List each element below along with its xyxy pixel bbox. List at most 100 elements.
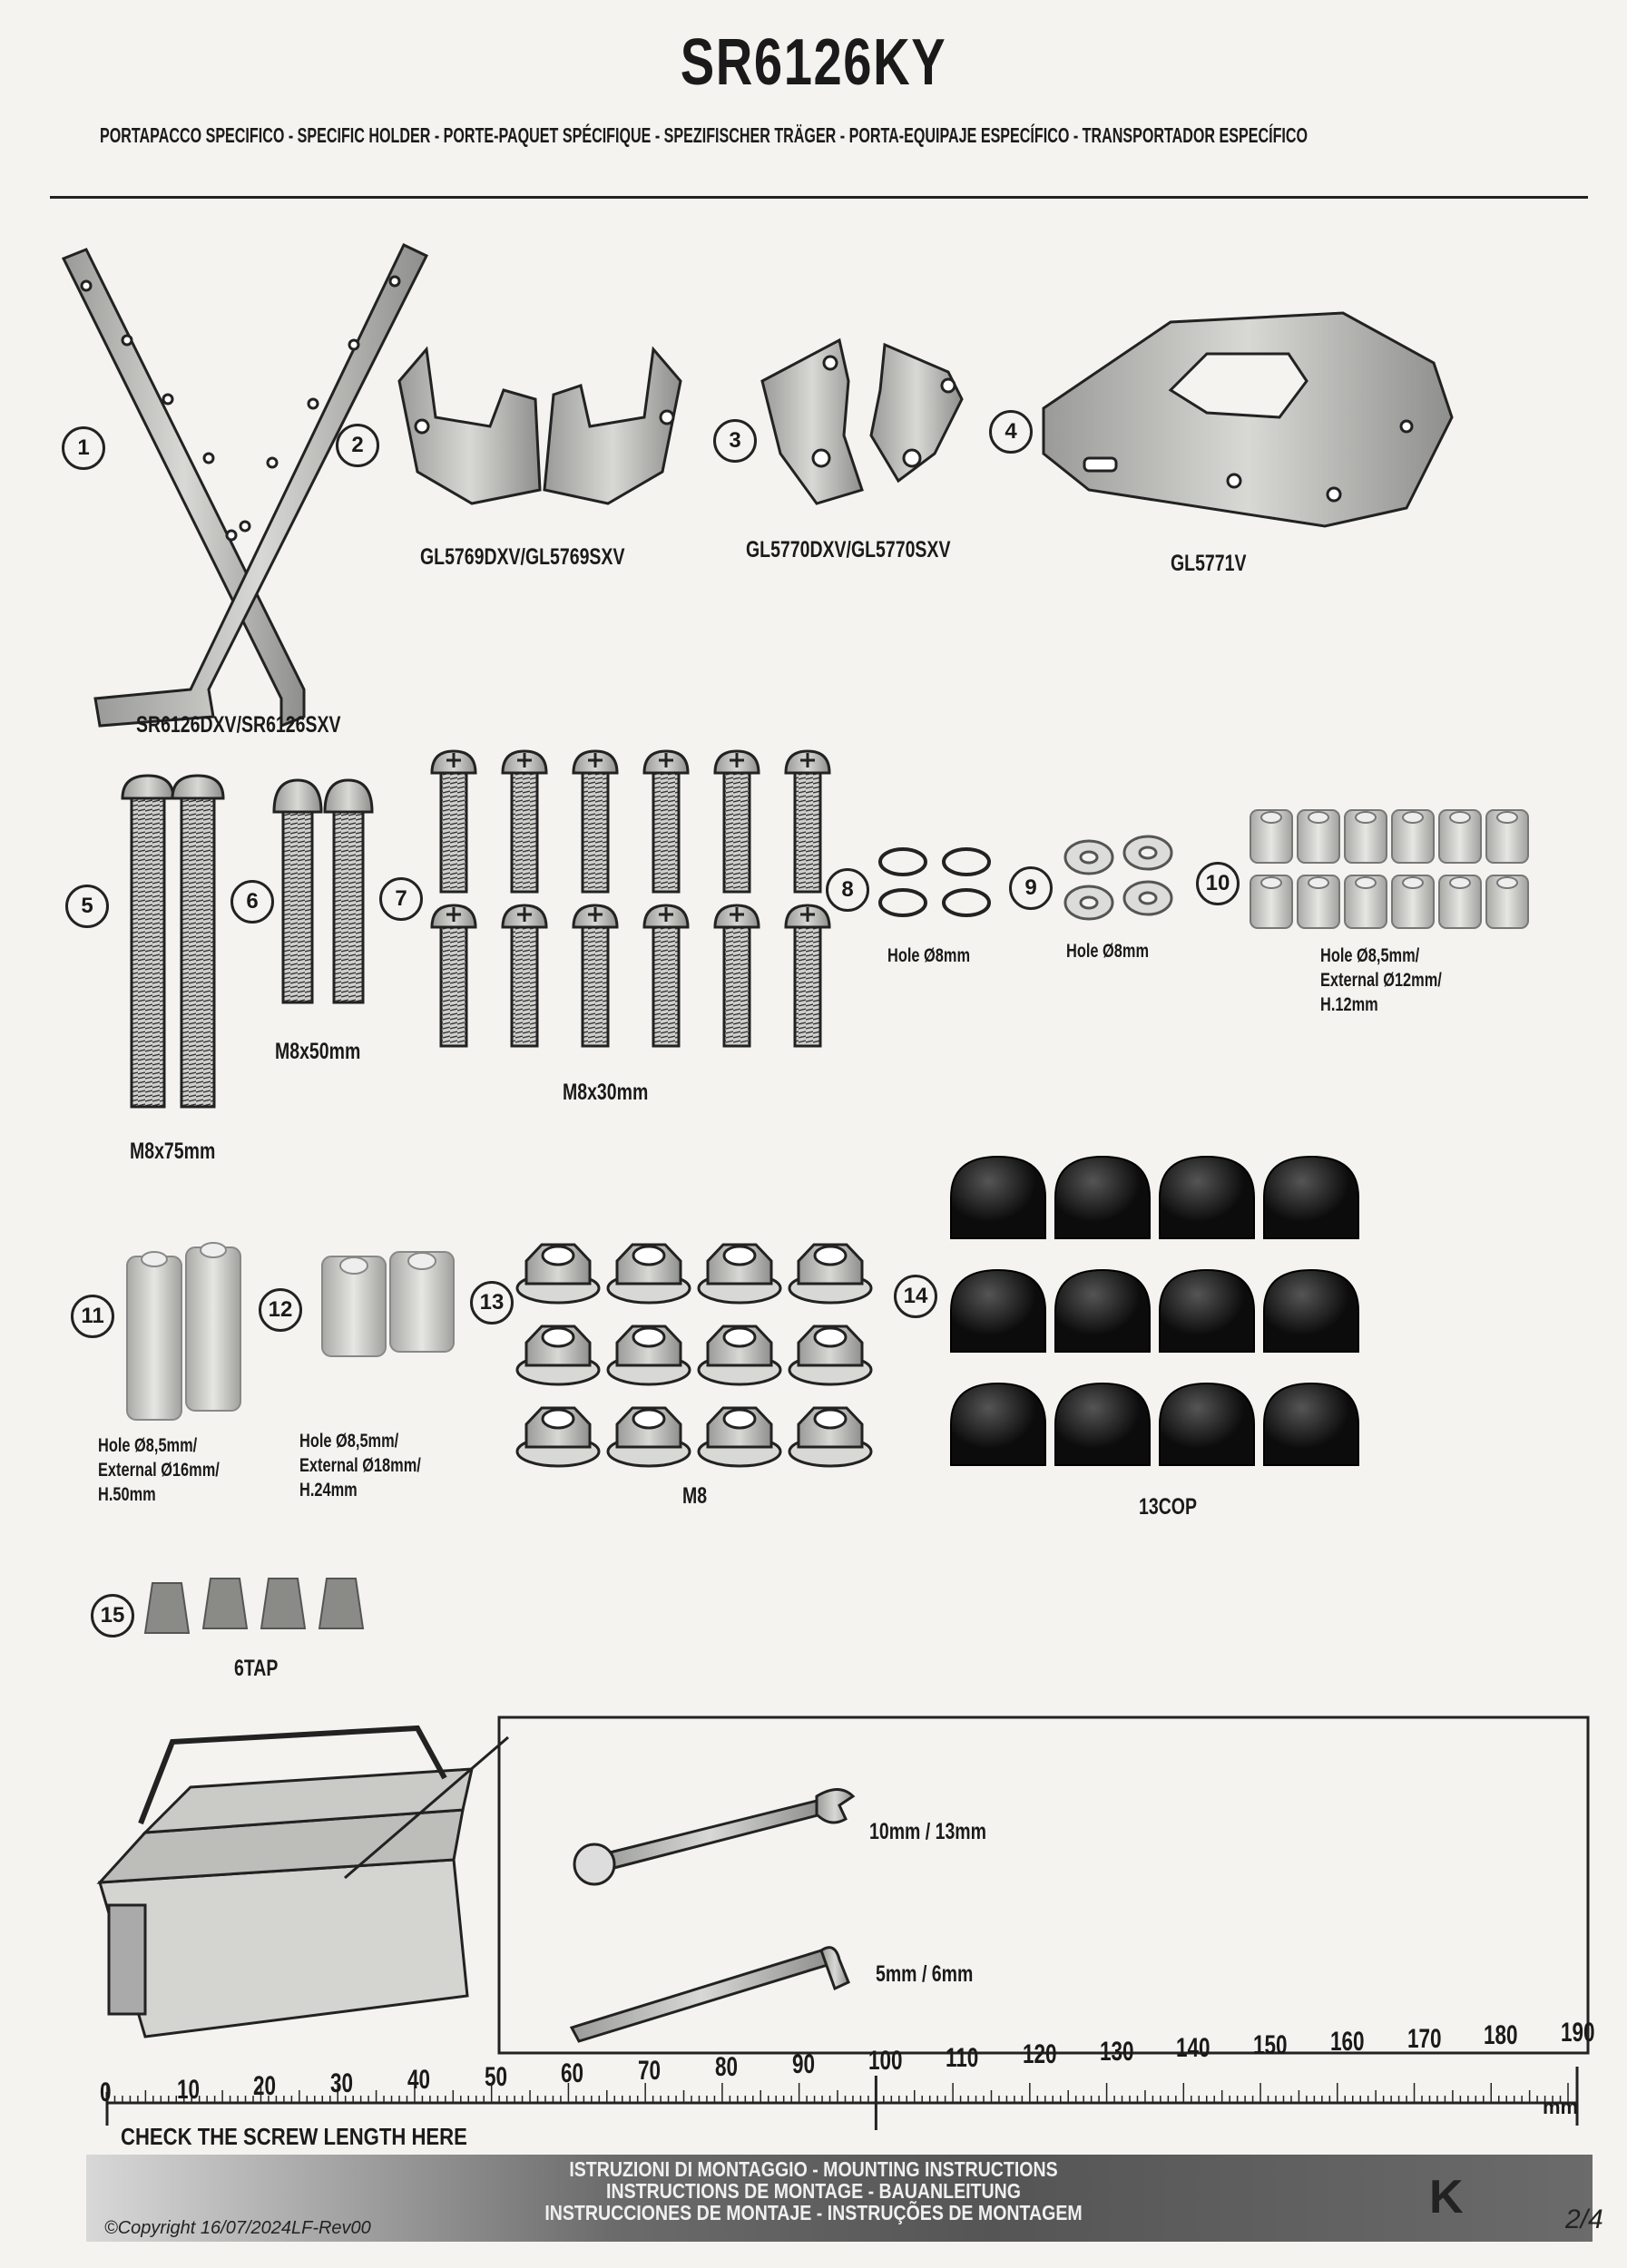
part-label-7: M8x30mm bbox=[563, 1080, 649, 1105]
part-number-6: 6 bbox=[230, 880, 274, 924]
part-label-8: Hole Ø8mm bbox=[887, 945, 971, 966]
spacer bbox=[1297, 875, 1340, 929]
mounting-plate-drawing bbox=[1042, 311, 1454, 528]
ruler-tick-50: 50 bbox=[484, 2061, 507, 2092]
nut-cap bbox=[950, 1382, 1046, 1466]
bolts-m8x50-drawing bbox=[272, 778, 374, 1004]
nut bbox=[606, 1325, 691, 1386]
nut bbox=[697, 1243, 782, 1305]
bolt bbox=[501, 904, 548, 1048]
bolt bbox=[572, 749, 619, 894]
nut-cap bbox=[1263, 1382, 1359, 1466]
nut-cap bbox=[1054, 1382, 1151, 1466]
nut-cap bbox=[1263, 1268, 1359, 1353]
nuts-m8-drawing bbox=[515, 1243, 873, 1468]
bolt bbox=[642, 749, 690, 894]
nut bbox=[788, 1325, 873, 1386]
part-number-8: 8 bbox=[826, 868, 869, 912]
ruler-tick-100: 100 bbox=[868, 2046, 903, 2076]
page-number: 2/4 bbox=[1565, 2204, 1603, 2234]
part-label-9: Hole Ø8mm bbox=[1066, 941, 1150, 962]
part-label-12: Hole Ø8,5mm/ External Ø18mm/ H.24mm bbox=[299, 1431, 421, 1501]
part-number-14: 14 bbox=[894, 1275, 937, 1318]
bracket-pair-gl5770-drawing bbox=[760, 337, 964, 505]
nut-cap bbox=[1159, 1268, 1255, 1353]
spacer bbox=[1391, 875, 1435, 929]
nut bbox=[606, 1406, 691, 1468]
bolt bbox=[713, 904, 760, 1048]
part-number-9: 9 bbox=[1009, 866, 1053, 910]
nut bbox=[606, 1243, 691, 1305]
part-label-13: M8 bbox=[682, 1483, 708, 1509]
part-label-10: Hole Ø8,5mm/ External Ø12mm/ H.12mm bbox=[1320, 945, 1442, 1015]
spacers-24mm-drawing bbox=[321, 1251, 455, 1357]
header-divider bbox=[50, 196, 1588, 199]
bolt bbox=[572, 904, 619, 1048]
ruler-tick-30: 30 bbox=[330, 2068, 354, 2098]
nut-cap bbox=[1263, 1155, 1359, 1239]
bolts-m8x30-drawing bbox=[430, 749, 831, 1048]
frame-rails-drawing bbox=[61, 242, 429, 728]
ruler-tick-60: 60 bbox=[561, 2058, 584, 2088]
toolbox-drawing bbox=[96, 1725, 474, 2038]
ruler-tick-80: 80 bbox=[714, 2052, 738, 2082]
bolt bbox=[713, 749, 760, 894]
part-number-13: 13 bbox=[470, 1281, 514, 1325]
allen-key-icon bbox=[569, 1946, 850, 2043]
part-label-15: 6TAP bbox=[234, 1656, 279, 1681]
nut bbox=[697, 1325, 782, 1386]
bolt bbox=[430, 904, 477, 1048]
nut-cap bbox=[1054, 1155, 1151, 1239]
ruler-tick-160: 160 bbox=[1329, 2027, 1365, 2057]
allen-key-label: 5mm / 6mm bbox=[876, 1961, 974, 1987]
ruler-tick-110: 110 bbox=[946, 2042, 979, 2073]
part-number-10: 10 bbox=[1196, 862, 1240, 905]
nut bbox=[697, 1406, 782, 1468]
nut-cap bbox=[1159, 1382, 1255, 1466]
bolt bbox=[430, 749, 477, 894]
ruler-tick-0: 0 bbox=[100, 2077, 112, 2107]
bolt bbox=[784, 749, 831, 894]
bolt bbox=[501, 749, 548, 894]
ruler-tick-10: 10 bbox=[176, 2074, 200, 2105]
ruler-tick-20: 20 bbox=[253, 2071, 277, 2101]
part-number-1: 1 bbox=[62, 426, 105, 470]
lock-washers-drawing bbox=[878, 847, 991, 917]
ruler-tick-150: 150 bbox=[1253, 2029, 1288, 2060]
part-label-4: GL5771V bbox=[1171, 551, 1247, 576]
ruler-unit: mm bbox=[1543, 2096, 1579, 2118]
ruler-tick-190: 190 bbox=[1561, 2017, 1595, 2048]
ruler-tick-90: 90 bbox=[791, 2048, 815, 2079]
spacer bbox=[1485, 875, 1529, 929]
tools-box-outline bbox=[344, 1716, 1590, 2055]
nut bbox=[515, 1243, 601, 1305]
wrench-icon bbox=[573, 1788, 856, 1886]
footer-line-1: ISTRUZIONI DI MONTAGGIO - MOUNTING INSTR… bbox=[569, 2157, 1058, 2181]
spacer bbox=[1438, 875, 1482, 929]
spacer bbox=[1297, 809, 1340, 864]
copyright: ©Copyright 16/07/2024LF-Rev00 bbox=[104, 2218, 371, 2238]
kappa-logo-letter: K bbox=[1429, 2171, 1464, 2224]
part-number-3: 3 bbox=[713, 419, 757, 463]
part-label-1: SR6126DXV/SR6126SXV bbox=[136, 712, 341, 738]
wrench-label: 10mm / 13mm bbox=[869, 1819, 986, 1844]
spacers-12mm-drawing bbox=[1250, 809, 1529, 929]
spacer bbox=[1344, 875, 1387, 929]
part-number-15: 15 bbox=[91, 1594, 134, 1637]
part-number-4: 4 bbox=[989, 410, 1033, 454]
nut bbox=[788, 1406, 873, 1468]
ruler bbox=[105, 2067, 1579, 2130]
footer-line-3: INSTRUCCIONES DE MONTAJE - INSTRUÇÕES DE… bbox=[544, 2201, 1083, 2224]
nut-cap bbox=[950, 1155, 1046, 1239]
ruler-tick-40: 40 bbox=[407, 2065, 430, 2095]
footer-line-2: INSTRUCTIONS DE MONTAGE - BAUANLEITUNG bbox=[606, 2179, 1021, 2203]
spacer bbox=[1250, 875, 1293, 929]
ruler-tick-130: 130 bbox=[1099, 2036, 1134, 2067]
part-number-11: 11 bbox=[71, 1295, 114, 1338]
part-number-2: 2 bbox=[336, 424, 379, 467]
spacer bbox=[1438, 809, 1482, 864]
ruler-tick-170: 170 bbox=[1406, 2023, 1442, 2054]
ruler-tick-120: 120 bbox=[1022, 2039, 1057, 2069]
ruler-tick-140: 140 bbox=[1176, 2033, 1210, 2063]
